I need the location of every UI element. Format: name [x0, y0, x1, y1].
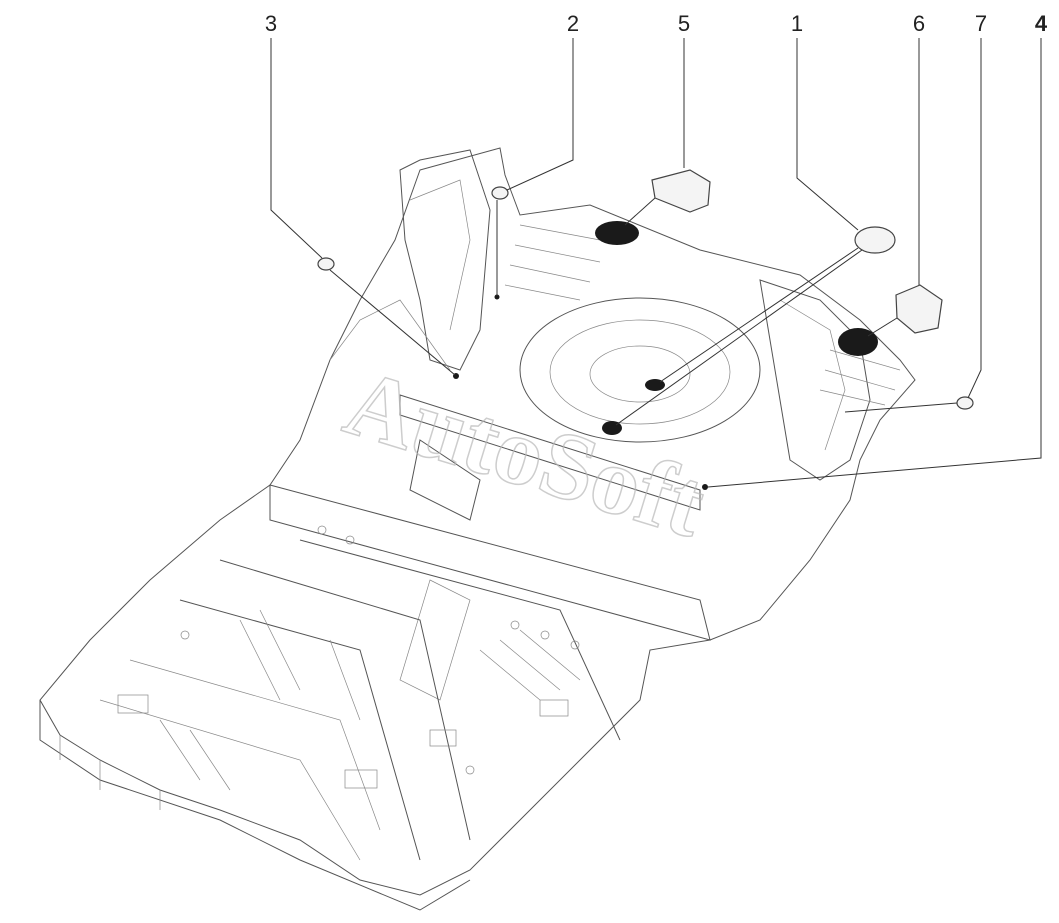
callout-1: 1 — [791, 11, 803, 36]
leader-3 — [270, 38, 323, 259]
leader-2 — [506, 38, 574, 191]
part-3-plug — [317, 257, 335, 271]
callout-4: 4 — [1035, 11, 1048, 36]
part-2-hole — [494, 294, 500, 300]
leader-1b — [615, 249, 863, 426]
callout-labels: 1 2 3 4 5 6 7 — [265, 11, 1048, 36]
watermark-text: AutoSoft — [334, 348, 717, 558]
callout-3: 3 — [265, 11, 277, 36]
part-5-seat — [595, 221, 639, 245]
floor-pan-drawing — [39, 147, 916, 911]
leader-3a — [329, 269, 456, 376]
leader-4 — [707, 38, 1042, 488]
part-2-plug — [491, 186, 509, 200]
part-1-plug — [854, 226, 896, 254]
leader-6a — [867, 317, 898, 337]
callout-5: 5 — [678, 11, 690, 36]
callout-7: 7 — [975, 11, 987, 36]
part-4-hole — [702, 484, 708, 490]
part-6-bumper-pad — [895, 284, 943, 334]
parts — [317, 169, 974, 490]
callout-2: 2 — [567, 11, 579, 36]
leader-7 — [967, 38, 982, 399]
part-6-seat — [838, 328, 878, 356]
part-7-plug — [956, 396, 974, 410]
callout-6: 6 — [913, 11, 925, 36]
leader-1a — [659, 247, 859, 383]
leader-7a — [844, 402, 958, 413]
leader-5a — [624, 197, 656, 226]
part-5-bumper-pad — [651, 169, 711, 213]
leader-lines — [270, 38, 1042, 488]
leader-1 — [796, 38, 859, 231]
